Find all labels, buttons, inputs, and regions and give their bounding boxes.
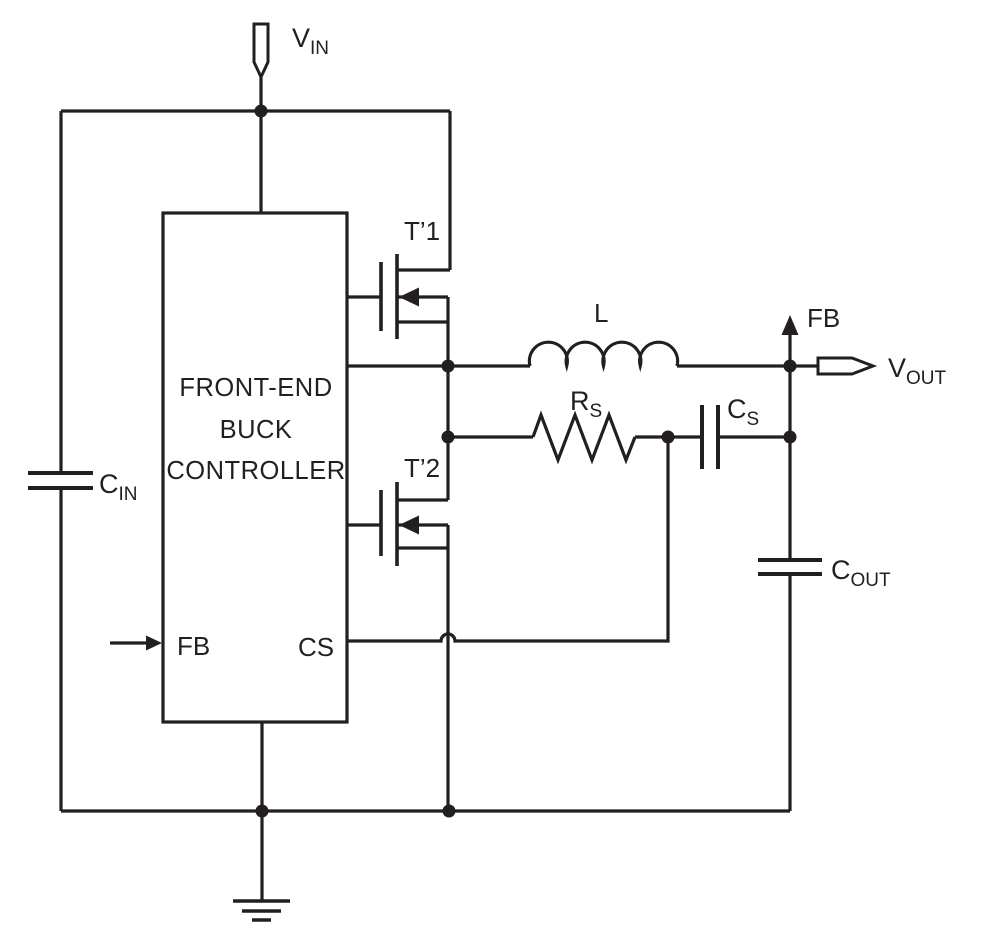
label-vin: VIN	[292, 23, 329, 59]
junction-rs-branch	[441, 430, 455, 444]
vout-terminal-pin	[816, 356, 878, 376]
label-fb-output: FB	[807, 303, 840, 333]
label-inductor: L	[594, 298, 608, 328]
junction-controller-ground	[255, 804, 269, 818]
junction-cs-output	[783, 430, 797, 444]
controller-name-line3: CONTROLLER	[166, 457, 345, 485]
controller-name-line1: FRONT-END	[179, 374, 332, 402]
fb-input-arrow	[146, 635, 162, 651]
controller-pin-fb: FB	[177, 631, 210, 661]
junction-vin-rail	[254, 104, 268, 118]
label-t1: T’1	[404, 216, 440, 246]
junction-output-node	[783, 359, 797, 373]
vin-terminal-pin	[252, 22, 270, 81]
label-t2: T’2	[404, 453, 440, 483]
controller-pin-cs: CS	[298, 632, 334, 662]
label-cin: CIN	[99, 469, 138, 505]
label-rs: RS	[570, 386, 602, 422]
resistor-rs-zigzag	[531, 410, 637, 465]
wire-cs-sense-line	[347, 437, 670, 643]
junction-rs-cs-sense	[661, 430, 675, 444]
controller-name-line2: BUCK	[220, 416, 293, 444]
t2-body-diode-arrow	[399, 515, 419, 535]
label-cs-capacitor: CS	[727, 394, 759, 430]
t1-body-diode-arrow	[399, 287, 419, 307]
controller-box	[161, 211, 349, 724]
label-vout: VOUT	[888, 353, 947, 389]
junction-t2-ground	[442, 804, 456, 818]
label-cout: COUT	[831, 555, 891, 591]
inductor-coil	[527, 340, 680, 373]
junction-switch-node	[441, 359, 455, 373]
fb-up-arrow	[781, 315, 799, 335]
